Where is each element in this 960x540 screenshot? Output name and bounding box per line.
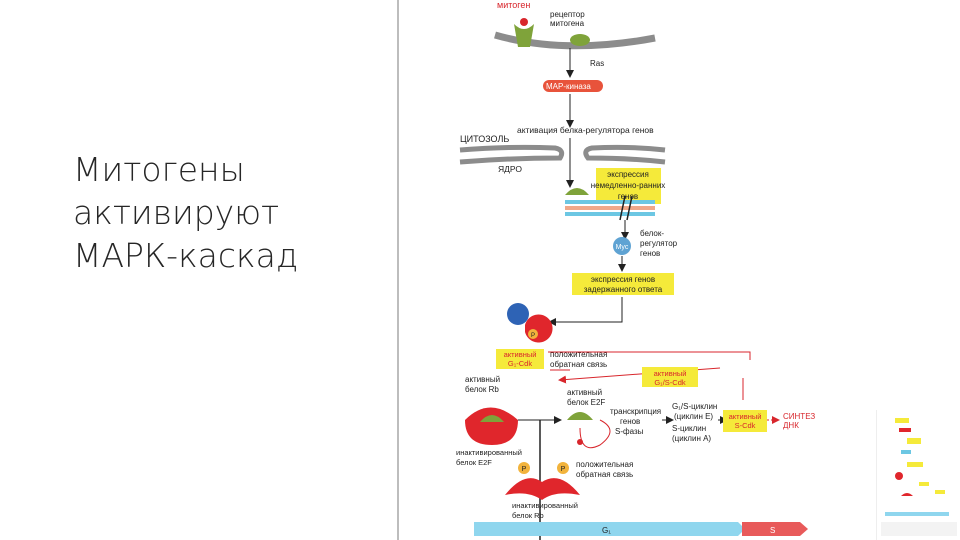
cyclin-g1s-2: (циклин E)	[674, 412, 713, 421]
g1-cdk-icon	[525, 314, 553, 343]
slide-title: Митогены активируют МАРК-каскад	[73, 150, 299, 275]
dna-strand-1	[565, 200, 655, 204]
transcription-2: генов	[620, 417, 640, 426]
early-genes-1: экспрессия	[607, 170, 649, 179]
label-activation: активация белка-регулятора генов	[517, 125, 654, 135]
label-map-kinase: МАР-киназа	[546, 82, 591, 91]
phospho-label-3: P	[561, 466, 566, 473]
label-ras: Ras	[590, 59, 604, 68]
feedback-1a: положительная	[550, 350, 607, 359]
phospho-label-1: P	[531, 333, 535, 339]
transcription-factor-icon	[565, 188, 589, 195]
active-rb-2: белок Rb	[465, 385, 499, 394]
mapk-cascade-diagram: митоген рецептор митогена Ras МАР-киназа…	[456, 0, 815, 540]
phase-bar-s	[742, 522, 808, 536]
g1-cyclin-icon	[507, 303, 529, 325]
phospho-icon-3	[557, 462, 569, 474]
label-myc: Myc	[616, 244, 629, 251]
receptor-icon	[514, 24, 534, 47]
feedback-loop	[548, 351, 751, 400]
feedback-2b: обратная связь	[576, 470, 633, 479]
ras-icon	[570, 34, 590, 46]
early-genes-box	[596, 168, 661, 204]
dna-synth-1: СИНТЕЗ	[783, 412, 815, 421]
separator-line	[397, 0, 399, 540]
regulator-3: генов	[640, 249, 660, 258]
scdk-2: S-Cdk	[735, 421, 756, 430]
nuclear-envelope-left	[459, 144, 565, 165]
g1scdk-1: активный	[654, 369, 687, 378]
phospho-label-2: P	[522, 466, 527, 473]
delayed-genes-1: экспрессия генов	[591, 275, 655, 284]
inactive-e2f-2: белок E2F	[456, 458, 492, 467]
active-e2f-1: активный	[567, 388, 602, 397]
transcription-3: S-фазы	[615, 427, 644, 436]
phase-g1: G₁	[602, 526, 611, 535]
active-e2f-2: белок E2F	[567, 398, 605, 407]
e2f-bound-icon	[480, 415, 504, 422]
inactive-rb-1: инактивированный	[512, 501, 578, 510]
cyclin-s-1: S-циклин	[672, 424, 706, 433]
label-mitogen: митоген	[497, 0, 530, 10]
dna-strand-2	[565, 206, 655, 210]
g1scdk-2: G₁/S-Cdk	[654, 378, 686, 387]
cell-membrane	[494, 31, 656, 50]
mitogen-icon	[520, 18, 528, 26]
e2f-icon	[567, 412, 593, 420]
scdk-1: активный	[729, 412, 762, 421]
active-rb-1: активный	[465, 375, 500, 384]
delayed-genes-box	[572, 273, 674, 295]
dna-synth-2: ДНК	[783, 421, 799, 430]
phospho-icon-2	[518, 462, 530, 474]
g1cdk-1: активный	[504, 350, 537, 359]
arrow-to-g1cdk	[548, 297, 623, 326]
phase-bar-g1	[474, 522, 745, 536]
cyclin-s-2: (циклин А)	[672, 434, 711, 443]
g1scdk-box	[642, 367, 698, 387]
inactive-e2f-1: инактивированный	[456, 448, 522, 457]
feedback-1b: обратная связь	[550, 360, 607, 369]
myc-icon	[613, 237, 631, 255]
diagram-thumbnail	[876, 410, 960, 540]
map-kinase-box	[543, 80, 603, 92]
phospho-icon-1	[528, 329, 538, 339]
delayed-genes-2: задержанного ответа	[584, 285, 663, 294]
transcription-1: транскрипция	[610, 407, 661, 416]
regulator-2: регулятор	[640, 239, 678, 248]
early-genes-2: немедленно-ранних	[591, 181, 666, 190]
label-receptor-2: митогена	[550, 19, 585, 28]
rb-protein-icon	[465, 407, 518, 445]
g1cdk-box	[496, 349, 544, 369]
feedback-2a: положительная	[576, 460, 633, 469]
g1cdk-2: G₁-Cdk	[508, 359, 532, 368]
scdk-box	[723, 410, 767, 432]
dna-strand-3	[565, 212, 655, 216]
cyclin-g1s-1: G₁/S-циклин	[672, 402, 717, 411]
inactive-rb-2: белок Rb	[512, 511, 544, 520]
phase-s: S	[770, 526, 775, 535]
early-genes-3: генов	[618, 192, 638, 201]
label-nucleus: ЯДРО	[498, 164, 522, 174]
regulator-1: белок-	[640, 229, 664, 238]
inactive-rb-icon	[505, 478, 580, 500]
e2f-feedback-loop	[579, 419, 611, 449]
e2f-feedback-dot	[577, 439, 583, 445]
label-cytosol: ЦИТОЗОЛЬ	[460, 134, 509, 144]
label-receptor-1: рецептор	[550, 10, 585, 19]
nuclear-envelope-right	[583, 144, 666, 165]
